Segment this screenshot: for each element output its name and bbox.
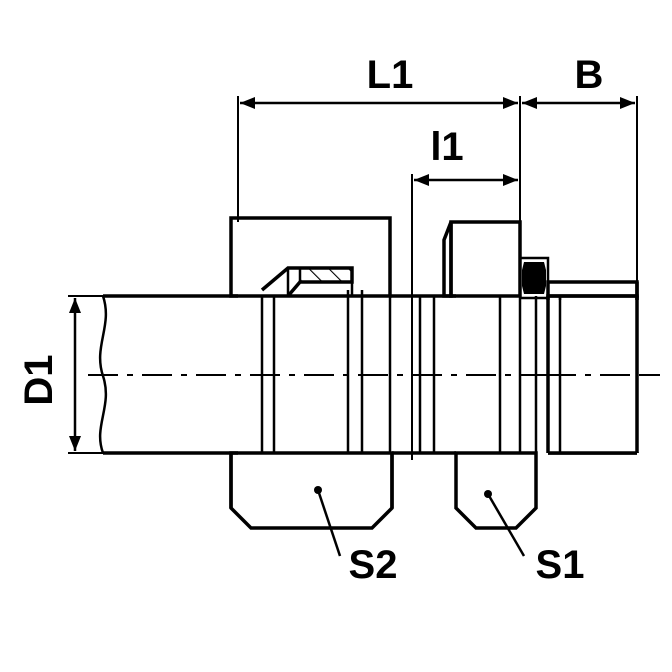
hex-S1-upper-section bbox=[449, 220, 522, 298]
dimension-B: B bbox=[522, 53, 638, 290]
label-l1: l1 bbox=[430, 125, 463, 169]
hex-S1-chamfer bbox=[442, 221, 453, 298]
nut-S2-hex-lower bbox=[229, 451, 394, 530]
leader-S2: S2 bbox=[314, 486, 397, 587]
label-S1: S1 bbox=[536, 543, 585, 587]
fitting-body-middle bbox=[390, 294, 456, 455]
label-L1: L1 bbox=[367, 53, 414, 97]
hex-S1 bbox=[442, 220, 538, 530]
o-ring-groove bbox=[520, 256, 550, 300]
label-D1: D1 bbox=[17, 354, 61, 405]
thread-upper-hatched bbox=[546, 280, 639, 298]
dimension-L1: L1 bbox=[237, 53, 521, 230]
dimension-l1: l1 bbox=[411, 125, 518, 460]
cutting-ring-hatched bbox=[298, 266, 354, 284]
label-S2: S2 bbox=[349, 543, 398, 587]
lower-half-mask bbox=[546, 296, 660, 455]
leader-dot-S1 bbox=[484, 490, 492, 498]
hex-S1-lower bbox=[454, 451, 538, 530]
leader-line-S2 bbox=[316, 489, 342, 557]
label-B: B bbox=[575, 53, 604, 97]
o-ring-seal bbox=[520, 256, 550, 300]
leader-S1: S1 bbox=[484, 490, 584, 587]
leader-dot-S2 bbox=[314, 486, 322, 494]
o-ring-body bbox=[522, 262, 546, 294]
nut-S2-upper-section bbox=[229, 216, 392, 298]
nut-S2 bbox=[229, 216, 394, 530]
leader-line-S1 bbox=[486, 493, 526, 557]
